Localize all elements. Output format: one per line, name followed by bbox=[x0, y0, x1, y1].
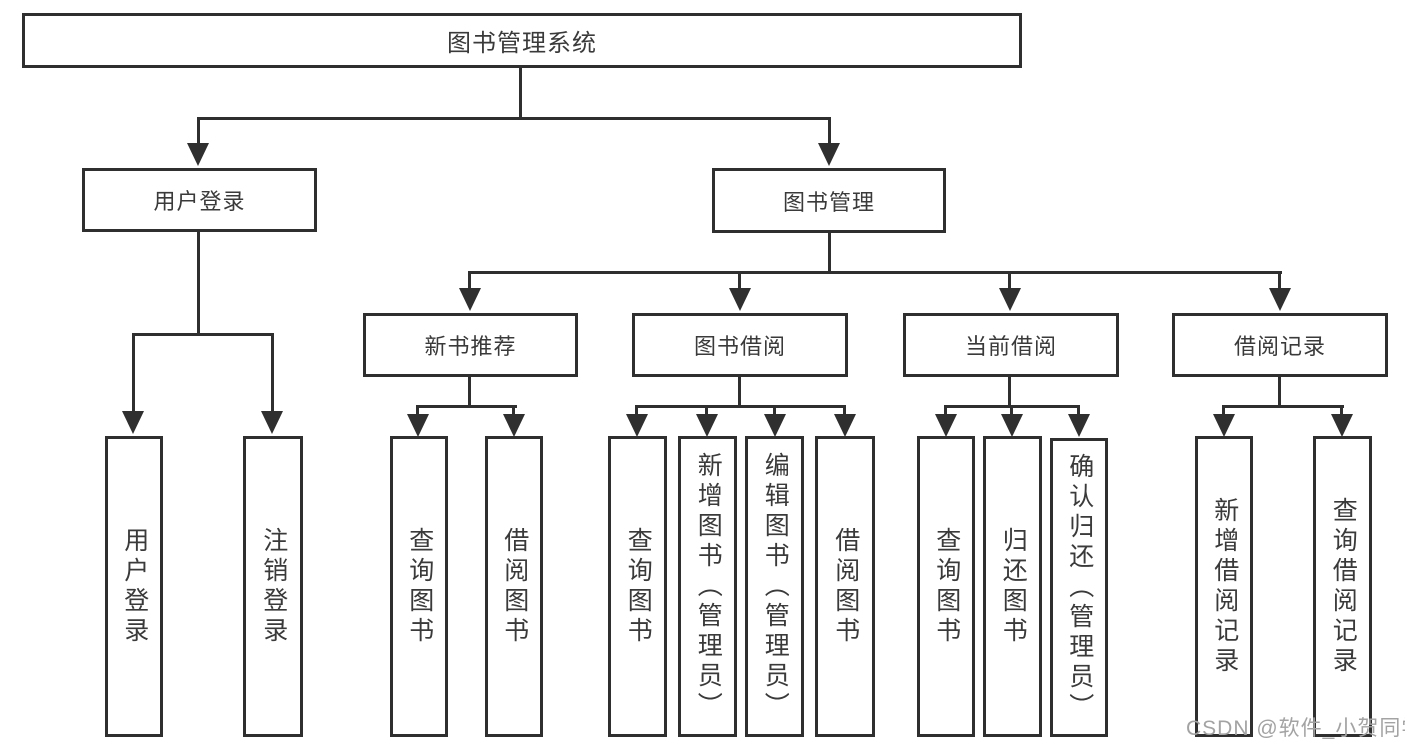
connector-line bbox=[416, 405, 419, 417]
leaf-edit-book-admin: 编辑图书（管理员） bbox=[745, 436, 804, 737]
connector-line bbox=[1010, 405, 1013, 417]
node-new-book-recommend: 新书推荐 bbox=[363, 313, 578, 377]
arrow-down-icon bbox=[459, 288, 481, 311]
arrow-down-icon bbox=[187, 143, 209, 166]
connector-line bbox=[828, 231, 831, 274]
connector-line bbox=[843, 405, 846, 417]
connector-line bbox=[1077, 405, 1080, 417]
csdn-watermark: CSDN @软件_小贺同学 bbox=[1186, 717, 1405, 740]
node-borrow-records: 借阅记录 bbox=[1172, 313, 1388, 377]
arrow-down-icon bbox=[1331, 414, 1353, 437]
leaf-return-book: 归还图书 bbox=[983, 436, 1042, 737]
leaf-add-book-admin: 新增图书（管理员） bbox=[678, 436, 737, 737]
connector-line bbox=[1008, 271, 1011, 289]
leaf-logout: 注销登录 bbox=[243, 436, 303, 737]
arrow-down-icon bbox=[729, 288, 751, 311]
node-root: 图书管理系统 bbox=[22, 13, 1022, 68]
connector-line bbox=[828, 117, 831, 145]
arrow-down-icon bbox=[1001, 414, 1023, 437]
arrow-down-icon bbox=[407, 414, 429, 437]
arrow-down-icon bbox=[122, 411, 144, 434]
connector-line bbox=[197, 117, 200, 145]
leaf-user-login: 用户登录 bbox=[105, 436, 163, 737]
connector-line bbox=[705, 405, 708, 417]
connector-line bbox=[197, 230, 200, 336]
connector-line bbox=[468, 271, 471, 289]
arrow-down-icon bbox=[261, 411, 283, 434]
connector-line bbox=[944, 405, 947, 417]
connector-line bbox=[635, 405, 638, 417]
connector-line bbox=[773, 405, 776, 417]
connector-line bbox=[1278, 271, 1281, 289]
node-current-borrow: 当前借阅 bbox=[903, 313, 1119, 377]
arrow-down-icon bbox=[696, 414, 718, 437]
connector-line bbox=[1222, 405, 1344, 408]
connector-line bbox=[738, 375, 741, 408]
connector-line bbox=[738, 271, 741, 289]
connector-line bbox=[1222, 405, 1225, 417]
leaf-confirm-return-admin: 确认归还（管理员） bbox=[1050, 438, 1108, 737]
connector-line bbox=[1278, 375, 1281, 408]
connector-line bbox=[519, 66, 522, 119]
connector-line bbox=[132, 333, 135, 413]
connector-line bbox=[635, 405, 846, 408]
connector-line bbox=[512, 405, 515, 417]
node-book-management: 图书管理 bbox=[712, 168, 946, 233]
leaf-borrow-book: 借阅图书 bbox=[815, 436, 875, 737]
arrow-down-icon bbox=[935, 414, 957, 437]
leaf-query-book-current: 查询图书 bbox=[917, 436, 975, 737]
connector-line bbox=[271, 333, 274, 413]
arrow-down-icon bbox=[999, 288, 1021, 311]
connector-line bbox=[1008, 375, 1011, 408]
leaf-add-borrow-record: 新增借阅记录 bbox=[1195, 436, 1253, 737]
arrow-down-icon bbox=[503, 414, 525, 437]
connector-line bbox=[468, 271, 1282, 274]
arrow-down-icon bbox=[1269, 288, 1291, 311]
connector-line bbox=[416, 405, 517, 408]
leaf-query-book-recommend: 查询图书 bbox=[390, 436, 448, 737]
arrow-down-icon bbox=[1068, 414, 1090, 437]
connector-line bbox=[468, 375, 471, 408]
arrow-down-icon bbox=[626, 414, 648, 437]
arrow-down-icon bbox=[818, 143, 840, 166]
connector-line bbox=[1340, 405, 1343, 417]
node-user-login: 用户登录 bbox=[82, 168, 317, 232]
connector-line bbox=[197, 117, 831, 120]
arrow-down-icon bbox=[764, 414, 786, 437]
leaf-query-book-borrow: 查询图书 bbox=[608, 436, 667, 737]
node-book-borrow: 图书借阅 bbox=[632, 313, 848, 377]
connector-line bbox=[132, 333, 274, 336]
leaf-query-borrow-record: 查询借阅记录 bbox=[1313, 436, 1372, 737]
arrow-down-icon bbox=[834, 414, 856, 437]
leaf-borrow-book-recommend: 借阅图书 bbox=[485, 436, 543, 737]
arrow-down-icon bbox=[1213, 414, 1235, 437]
